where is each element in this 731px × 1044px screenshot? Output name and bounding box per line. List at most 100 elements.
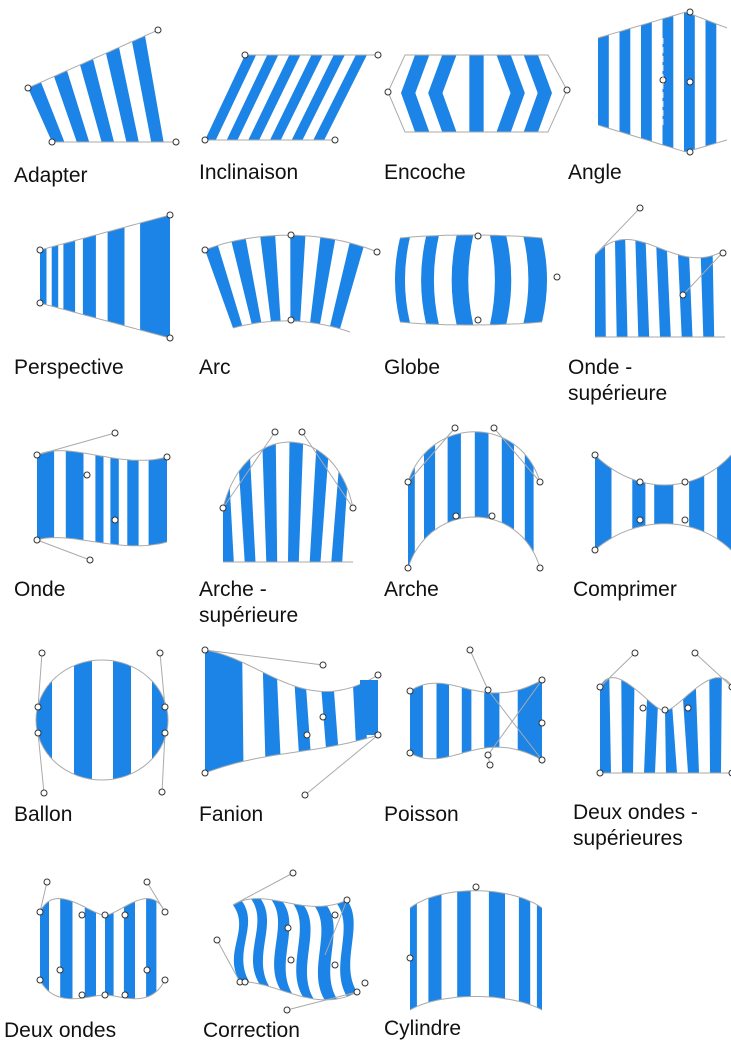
- envelope-cylindre[interactable]: Cylindre: [370, 860, 555, 1044]
- control-handle[interactable]: [349, 504, 357, 512]
- control-handle[interactable]: [78, 991, 86, 999]
- control-handle[interactable]: [686, 78, 694, 86]
- control-handle[interactable]: [36, 908, 44, 916]
- control-handle[interactable]: [83, 471, 91, 479]
- control-handle[interactable]: [101, 911, 109, 919]
- control-handle[interactable]: [631, 649, 639, 657]
- control-handle[interactable]: [319, 661, 327, 669]
- control-handle[interactable]: [331, 136, 339, 144]
- control-handle[interactable]: [484, 751, 492, 759]
- control-handle[interactable]: [38, 649, 46, 657]
- control-handle[interactable]: [536, 564, 544, 572]
- control-handle[interactable]: [56, 966, 64, 974]
- control-handle[interactable]: [636, 478, 644, 486]
- control-handle[interactable]: [283, 1006, 291, 1014]
- control-handle[interactable]: [33, 536, 41, 544]
- envelope-adapter[interactable]: Adapter: [0, 0, 185, 200]
- control-handle[interactable]: [681, 516, 689, 524]
- control-handle[interactable]: [719, 249, 727, 257]
- control-handle[interactable]: [684, 704, 692, 712]
- control-handle[interactable]: [48, 138, 56, 146]
- control-handle[interactable]: [36, 246, 44, 254]
- control-handle[interactable]: [33, 451, 41, 459]
- envelope-globe[interactable]: Globe: [370, 200, 561, 420]
- control-handle[interactable]: [289, 869, 297, 877]
- control-handle[interactable]: [404, 478, 412, 486]
- envelope-encoche[interactable]: Encoche: [370, 0, 571, 200]
- control-handle[interactable]: [451, 424, 459, 432]
- control-handle[interactable]: [172, 138, 180, 146]
- envelope-poisson[interactable]: Poisson: [370, 635, 555, 860]
- control-handle[interactable]: [143, 878, 151, 886]
- control-handle[interactable]: [287, 316, 295, 324]
- control-handle[interactable]: [374, 671, 382, 679]
- envelope-arche[interactable]: Arche: [370, 420, 555, 635]
- control-handle[interactable]: [536, 478, 544, 486]
- control-handle[interactable]: [681, 478, 689, 486]
- control-handle[interactable]: [86, 556, 94, 564]
- control-handle[interactable]: [166, 211, 174, 219]
- control-handle[interactable]: [361, 979, 369, 987]
- envelope-arche-superieure[interactable]: Arche - supérieure: [185, 420, 370, 635]
- control-handle[interactable]: [101, 991, 109, 999]
- control-handle[interactable]: [161, 908, 169, 916]
- control-handle[interactable]: [271, 428, 279, 436]
- control-handle[interactable]: [404, 564, 412, 572]
- control-handle[interactable]: [287, 231, 295, 239]
- control-handle[interactable]: [661, 706, 669, 714]
- control-handle[interactable]: [591, 546, 599, 554]
- control-handle[interactable]: [452, 512, 460, 520]
- control-handle[interactable]: [636, 204, 644, 212]
- envelope-fanion[interactable]: Fanion: [185, 635, 382, 860]
- control-handle[interactable]: [686, 148, 694, 156]
- envelope-inclinaison[interactable]: Inclinaison: [185, 0, 382, 200]
- control-handle[interactable]: [486, 761, 494, 769]
- control-handle[interactable]: [241, 51, 249, 59]
- control-handle[interactable]: [287, 956, 295, 964]
- control-handle[interactable]: [591, 451, 599, 459]
- control-handle[interactable]: [691, 649, 699, 657]
- control-handle[interactable]: [121, 991, 129, 999]
- control-handle[interactable]: [474, 316, 482, 324]
- control-handle[interactable]: [284, 924, 292, 932]
- control-handle[interactable]: [163, 453, 171, 461]
- control-handle[interactable]: [166, 334, 174, 342]
- control-handle[interactable]: [331, 911, 339, 919]
- control-handle[interactable]: [161, 976, 169, 984]
- envelope-deux-ondes[interactable]: Deux ondes: [0, 860, 185, 1044]
- control-handle[interactable]: [36, 976, 44, 984]
- control-handle[interactable]: [213, 936, 221, 944]
- control-handle[interactable]: [158, 788, 166, 796]
- control-handle[interactable]: [78, 911, 86, 919]
- control-handle[interactable]: [353, 988, 361, 996]
- control-handle[interactable]: [538, 756, 546, 764]
- envelope-onde[interactable]: Onde: [0, 420, 185, 635]
- envelope-deux-ondes-superieures[interactable]: Deux ondes - supérieures: [555, 635, 731, 860]
- control-handle[interactable]: [406, 749, 414, 757]
- control-handle[interactable]: [488, 512, 496, 520]
- control-handle[interactable]: [201, 246, 209, 254]
- control-handle[interactable]: [319, 713, 327, 721]
- control-handle[interactable]: [156, 649, 164, 657]
- envelope-ballon[interactable]: Ballon: [0, 635, 185, 860]
- control-handle[interactable]: [374, 51, 382, 59]
- envelope-arc[interactable]: Arc: [185, 200, 381, 420]
- control-handle[interactable]: [331, 961, 339, 969]
- control-handle[interactable]: [679, 291, 687, 299]
- control-handle[interactable]: [111, 516, 119, 524]
- envelope-onde-superieure[interactable]: Onde - supérieure: [555, 200, 731, 420]
- control-handle[interactable]: [406, 954, 414, 962]
- control-handle[interactable]: [373, 248, 381, 256]
- control-handle[interactable]: [111, 429, 119, 437]
- control-handle[interactable]: [484, 686, 492, 694]
- control-handle[interactable]: [303, 731, 311, 739]
- control-handle[interactable]: [472, 883, 480, 891]
- control-handle[interactable]: [201, 646, 209, 654]
- control-handle[interactable]: [40, 789, 48, 797]
- control-handle[interactable]: [154, 26, 162, 34]
- control-handle[interactable]: [553, 273, 561, 281]
- control-handle[interactable]: [241, 978, 249, 986]
- control-handle[interactable]: [474, 232, 482, 240]
- control-handle[interactable]: [43, 878, 51, 886]
- control-handle[interactable]: [219, 504, 227, 512]
